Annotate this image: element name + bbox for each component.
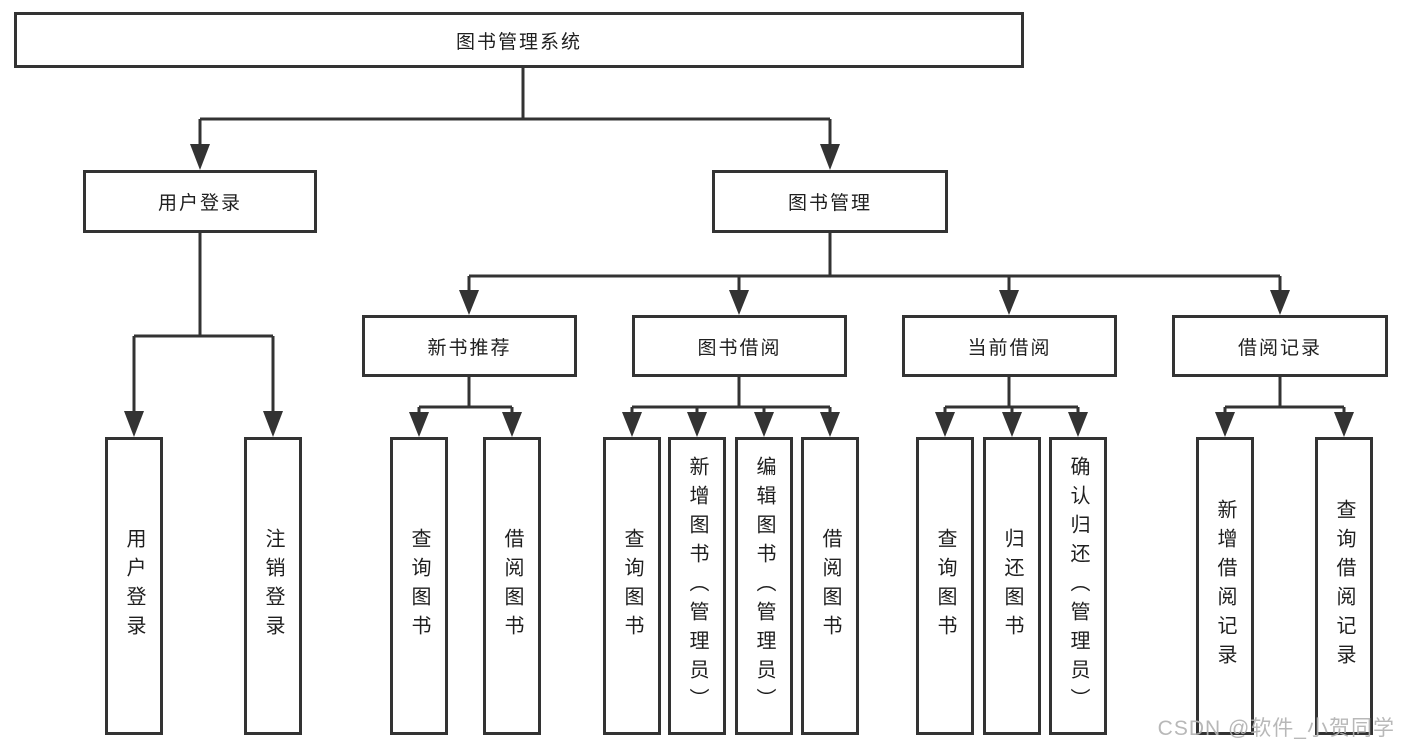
node-edit-books-admin: 编辑图书（管理员） xyxy=(735,437,793,735)
node-user-login-group: 用户登录 xyxy=(83,170,317,233)
node-add-borrow-record-label: 新增借阅记录 xyxy=(1214,499,1236,673)
node-borrow-books-a: 借阅图书 xyxy=(483,437,541,735)
node-logout-label: 注销登录 xyxy=(262,528,284,644)
node-root: 图书管理系统 xyxy=(14,12,1024,68)
node-borrowing-records-label: 借阅记录 xyxy=(1237,337,1322,359)
node-add-borrow-record: 新增借阅记录 xyxy=(1196,437,1254,735)
node-query-books-a: 查询图书 xyxy=(390,437,448,735)
node-add-books-admin-label: 新增图书（管理员） xyxy=(686,455,708,717)
node-confirm-return-admin: 确认归还（管理员） xyxy=(1049,437,1107,735)
node-new-book-recommend: 新书推荐 xyxy=(362,315,577,377)
node-query-books-c-label: 查询图书 xyxy=(934,528,956,644)
node-return-books: 归还图书 xyxy=(983,437,1041,735)
node-root-label: 图书管理系统 xyxy=(455,31,582,53)
node-confirm-return-admin-label: 确认归还（管理员） xyxy=(1067,455,1089,717)
node-borrow-books-b-label: 借阅图书 xyxy=(819,528,841,644)
arrowheads xyxy=(124,144,1354,437)
node-borrow-books-a-label: 借阅图书 xyxy=(501,528,523,644)
node-add-books-admin: 新增图书（管理员） xyxy=(668,437,726,735)
node-book-borrowing: 图书借阅 xyxy=(632,315,847,377)
node-borrow-books-b: 借阅图书 xyxy=(801,437,859,735)
node-borrowing-records: 借阅记录 xyxy=(1172,315,1388,377)
node-user-login-group-label: 用户登录 xyxy=(157,193,242,214)
node-current-borrowing-label: 当前借阅 xyxy=(967,337,1052,359)
node-logout: 注销登录 xyxy=(244,437,302,735)
node-query-borrow-record: 查询借阅记录 xyxy=(1315,437,1373,735)
node-query-books-b-label: 查询图书 xyxy=(621,528,643,644)
node-new-book-recommend-label: 新书推荐 xyxy=(427,337,512,359)
node-query-borrow-record-label: 查询借阅记录 xyxy=(1333,499,1355,673)
node-current-borrowing: 当前借阅 xyxy=(902,315,1117,377)
node-book-management: 图书管理 xyxy=(712,170,948,233)
node-user-login-label: 用户登录 xyxy=(123,528,145,644)
watermark: CSDN @软件_小贺同学 xyxy=(1157,717,1395,740)
node-user-login: 用户登录 xyxy=(105,437,163,735)
node-book-borrowing-label: 图书借阅 xyxy=(697,337,782,359)
node-book-management-label: 图书管理 xyxy=(787,193,872,214)
node-query-books-c: 查询图书 xyxy=(916,437,974,735)
node-return-books-label: 归还图书 xyxy=(1001,528,1023,644)
node-query-books-b: 查询图书 xyxy=(603,437,661,735)
node-query-books-a-label: 查询图书 xyxy=(408,528,430,644)
node-edit-books-admin-label: 编辑图书（管理员） xyxy=(753,455,775,717)
